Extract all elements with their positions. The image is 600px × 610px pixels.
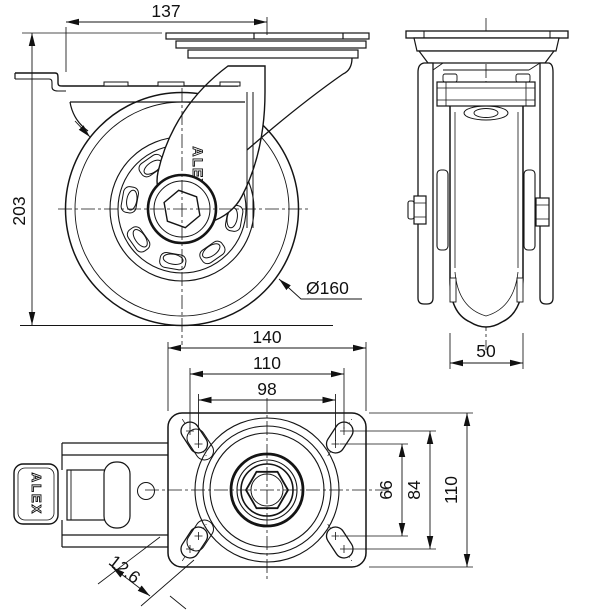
dim-98: 98 xyxy=(198,379,336,441)
axle-front xyxy=(407,169,550,251)
dim-140: 140 xyxy=(167,327,367,411)
dim-203: 203 xyxy=(9,32,162,325)
dim-diameter-label: Ø160 xyxy=(306,278,349,298)
plan-view: ALEX xyxy=(13,327,473,610)
plan-centerlines xyxy=(145,398,390,582)
dim-140-label: 140 xyxy=(252,327,281,347)
dim-50-label: 50 xyxy=(476,341,496,361)
dim-84-label: 84 xyxy=(404,480,424,500)
bearing-housing-front xyxy=(436,81,536,121)
bolt-slot-top-right xyxy=(325,418,354,457)
dim-12-6-label: 12.6 xyxy=(105,551,144,588)
top-plate-front xyxy=(405,30,569,64)
bolt-slot-bottom-right xyxy=(325,523,354,562)
dim-50: 50 xyxy=(449,333,524,369)
bolt-slots xyxy=(180,418,354,562)
dim-98-label: 98 xyxy=(257,379,276,399)
dim-110-right-label: 110 xyxy=(441,476,461,504)
pedal-logo-text: ALEX xyxy=(29,473,44,516)
axle-nut-left xyxy=(413,195,427,225)
brake-lever-plate xyxy=(14,72,245,132)
front-view: 50 xyxy=(405,18,569,369)
side-centerlines xyxy=(58,88,310,345)
dim-110-right: 110 xyxy=(369,412,473,568)
brake-pedal-assembly: ALEX xyxy=(13,442,168,548)
tread-pointer-arrow xyxy=(74,120,91,138)
swivel-raceway xyxy=(194,417,340,563)
bolt-slot-bottom-left xyxy=(180,523,209,562)
dim-137: 137 xyxy=(65,1,268,72)
dim-66-label: 66 xyxy=(376,480,396,499)
axle-nut-right xyxy=(535,197,550,227)
fork-front xyxy=(417,62,554,305)
brake-linkage-pin xyxy=(137,482,155,500)
kingpin-hex xyxy=(244,470,290,510)
dim-203-label: 203 xyxy=(9,196,29,225)
dim-137-label: 137 xyxy=(151,1,180,21)
top-plate-side xyxy=(165,32,370,59)
bolt-slot-top-left xyxy=(180,418,209,457)
leader-wheel-diameter: Ø160 xyxy=(278,278,362,300)
dim-110-top: 110 xyxy=(189,353,345,429)
dim-66: 66 xyxy=(340,443,408,537)
brake-pedal xyxy=(13,463,59,525)
hole-center-marks xyxy=(186,427,348,553)
side-view: ALEX xyxy=(9,1,370,345)
wheel-front xyxy=(449,95,524,328)
dim-84: 84 xyxy=(348,430,436,550)
dim-110-top-label: 110 xyxy=(253,353,281,373)
